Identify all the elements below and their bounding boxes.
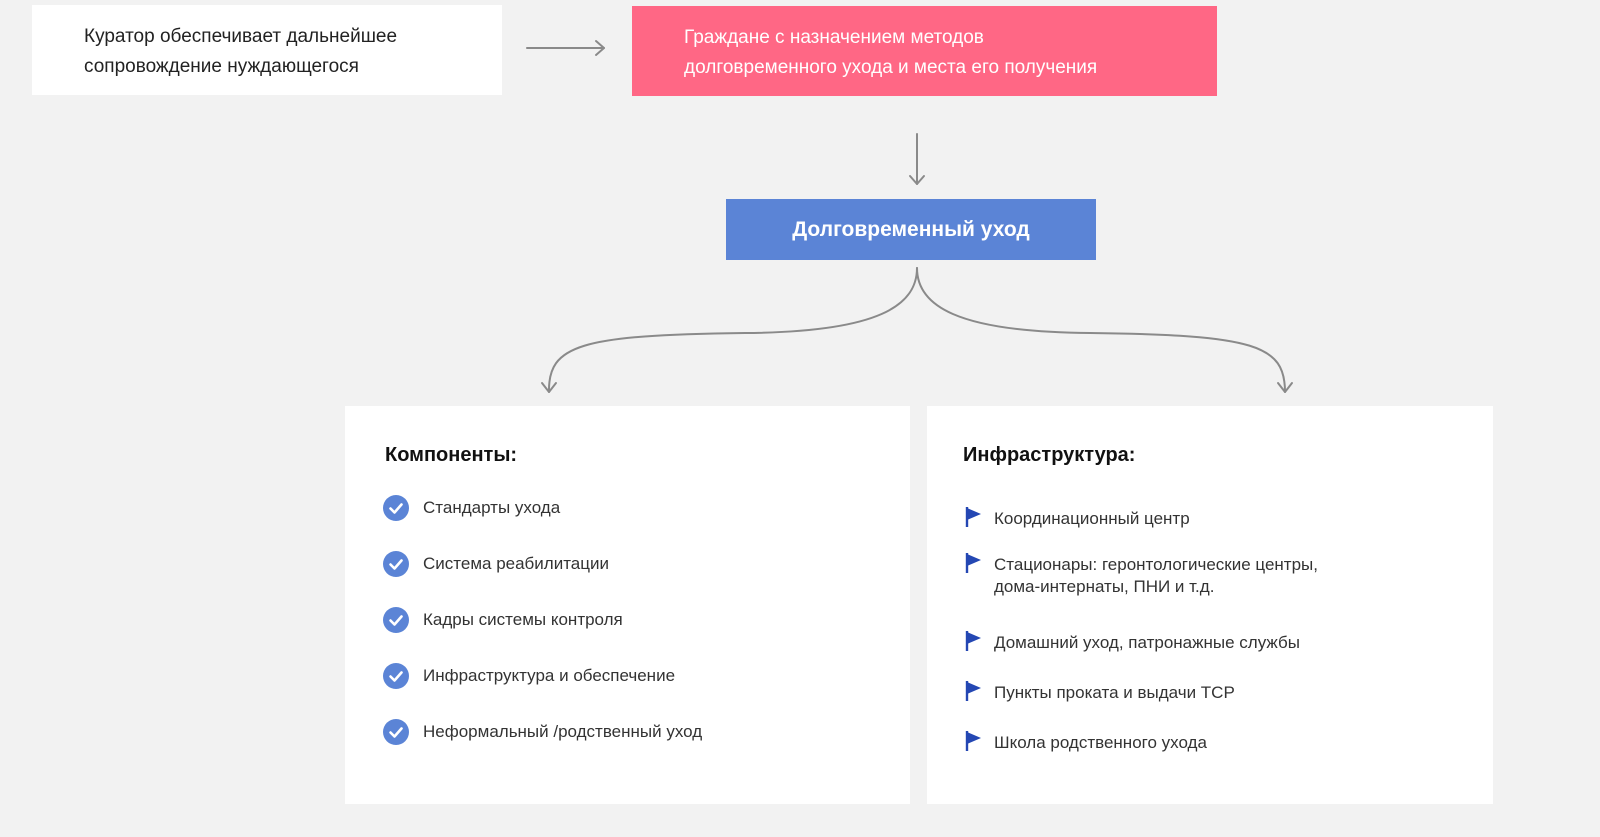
infrastructure-panel: Инфраструктура: Координационный центр Ст… [927,406,1493,804]
flag-icon [965,507,981,527]
components-title: Компоненты: [385,444,518,466]
branch-arrows-icon [541,267,1293,393]
components-panel: Компоненты: Стандарты ухода Система реаб… [345,406,910,804]
citizens-box: Граждане с назначением методов долговрем… [632,6,1217,96]
long-term-care-box: Долговременный уход [726,199,1096,260]
infrastructure-item-label: Школа родственного ухода [994,733,1207,752]
flag-icon [965,681,981,701]
flag-icon [965,731,981,751]
arrow-right-icon [526,40,605,56]
infrastructure-title: Инфраструктура: [963,444,1136,466]
citizens-text-line2: долговременного ухода и места его получе… [684,57,1098,78]
component-item-label: Неформальный /родственный уход [423,722,703,741]
infrastructure-item: Школа родственного ухода [964,731,1207,754]
citizens-text-line1: Граждане с назначением методов [684,27,984,48]
component-item-label: Система реабилитации [423,554,609,573]
component-item: Инфраструктура и обеспечение [383,663,676,689]
infrastructure-item: Домашний уход, патронажные службы [964,631,1300,654]
arrow-down-icon [909,133,925,185]
check-circle-icon [383,719,409,745]
component-item: Неформальный /родственный уход [383,719,703,745]
long-term-care-label: Долговременный уход [792,217,1030,241]
curator-text-line1: Куратор обеспечивает дальнейшее [84,26,398,47]
component-item-label: Инфраструктура и обеспечение [423,666,676,685]
component-item: Кадры системы контроля [383,607,623,633]
check-circle-icon [383,663,409,689]
component-item: Стандарты ухода [383,495,561,521]
curator-text-line2: сопровождение нуждающегося [84,56,359,77]
infrastructure-item: Пункты проката и выдачи ТСР [964,681,1235,704]
flag-icon [965,631,981,651]
infrastructure-item: Стационары: геронтологические центры, до… [964,553,1318,598]
infrastructure-item-label: Стационары: геронтологические центры, до… [994,555,1318,596]
component-item-label: Кадры системы контроля [423,610,623,629]
infrastructure-item: Координационный центр [964,507,1190,530]
component-item: Система реабилитации [383,551,609,577]
check-circle-icon [383,495,409,521]
flag-icon [965,553,981,573]
curator-box: Куратор обеспечивает дальнейшее сопровож… [32,5,502,95]
infrastructure-item-label: Пункты проката и выдачи ТСР [994,683,1235,702]
check-circle-icon [383,551,409,577]
component-item-label: Стандарты ухода [423,498,561,517]
check-circle-icon [383,607,409,633]
infrastructure-item-label: Координационный центр [994,509,1190,528]
infrastructure-item-label: Домашний уход, патронажные службы [994,633,1300,652]
